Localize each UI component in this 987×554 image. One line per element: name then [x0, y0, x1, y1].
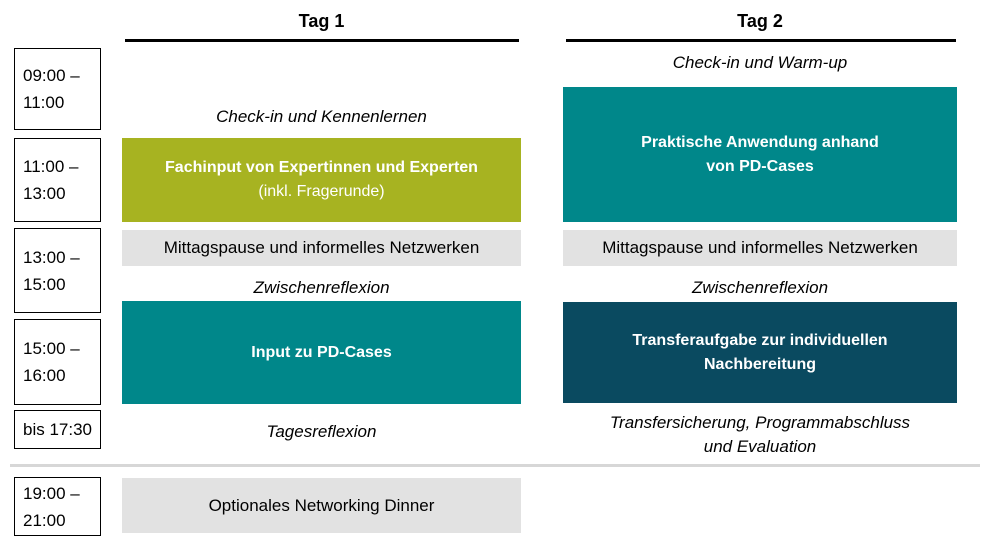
time-slot-19-21: 19:00 – 21:00	[14, 477, 101, 536]
day2-closing-label: Transfersicherung, Programmabschluss und…	[609, 413, 911, 456]
time-slot-11-13: 11:00 – 13:00	[14, 138, 101, 222]
day2-transfer-task-block: Transferaufgabe zur individuellen Nachbe…	[563, 302, 957, 403]
day1-expert-input-block: Fachinput von Expertinnen und Experten (…	[122, 138, 521, 222]
day1-expert-input-subtitle: (inkl. Fragerunde)	[258, 183, 385, 200]
day2-checkin-label: Check-in und Warm-up	[672, 53, 848, 72]
day1-dinner-block: Optionales Networking Dinner	[122, 478, 521, 533]
day1-expert-input-title: Fachinput von Expertinnen und Experten	[165, 159, 478, 176]
day1-interim-reflection-label: Zwischenreflexion	[253, 278, 390, 297]
time-slot-15-16: 15:00 – 16:00	[14, 319, 101, 405]
day1-checkin-label: Check-in und Kennenlernen	[216, 107, 427, 126]
time-slot-13-15: 13:00 – 15:00	[14, 228, 101, 313]
day1-day-reflection-label: Tagesreflexion	[266, 422, 377, 441]
day1-pd-cases-input-block: Input zu PD-Cases	[122, 301, 521, 404]
day2-practical-application-block: Praktische Anwendung anhand von PD-Cases	[563, 87, 957, 222]
day1-header: Tag 1	[298, 10, 345, 31]
day2-interim-reflection-label: Zwischenreflexion	[691, 278, 829, 297]
time-slot-09-11: 09:00 – 11:00	[14, 48, 101, 130]
day2-header-underline	[566, 39, 956, 42]
time-slot-until-1730: bis 17:30	[14, 410, 101, 449]
evening-divider	[10, 464, 980, 467]
day1-lunch-block: Mittagspause und informelles Netzwerken	[122, 230, 521, 266]
day1-header-underline	[125, 39, 519, 42]
day2-lunch-block: Mittagspause und informelles Netzwerken	[563, 230, 957, 266]
day2-header: Tag 2	[737, 10, 783, 31]
